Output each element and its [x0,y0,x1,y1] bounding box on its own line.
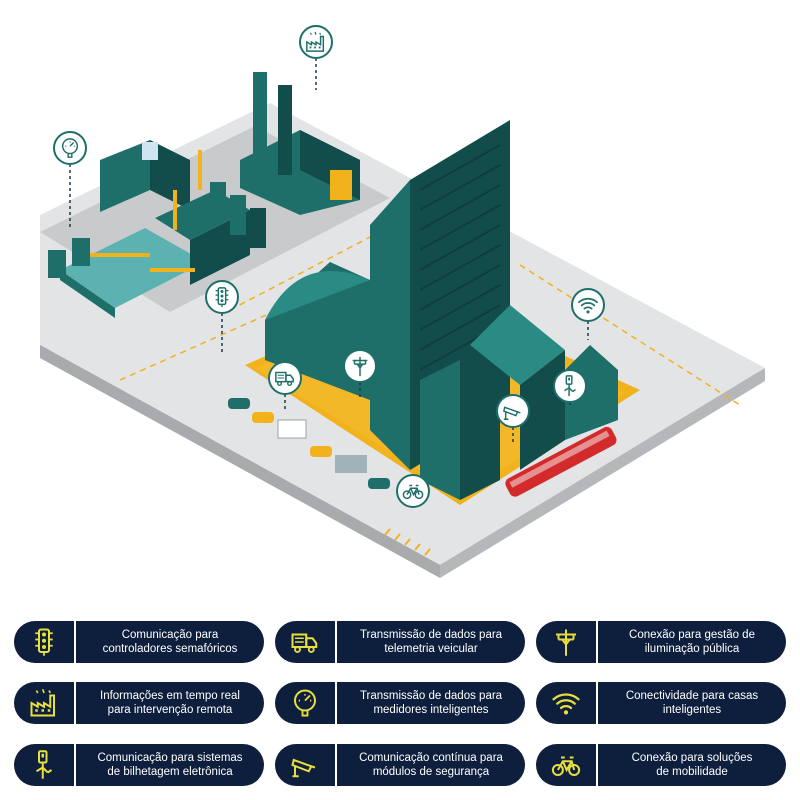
map-marker-wifi-icon [571,288,605,340]
legend-item: Transmissão de dados para medidores inte… [275,682,525,725]
legend-item: Comunicação para sistemas de bilhetagem … [14,743,264,786]
bike-rack [384,528,431,556]
factory-icon [14,682,76,725]
legend-item: Comunicação para controladores semafóric… [14,621,264,663]
legend-item-label: Transmissão de dados para medidores inte… [359,690,503,717]
legend-item-label: Informações em tempo real para intervenç… [100,690,240,717]
vehicles [228,398,617,497]
map-marker-truck-telemetry-icon [268,361,302,410]
map-marker-pressure-gauge-icon [53,131,87,230]
map-marker-ticket-validator-icon [553,369,587,405]
map-marker-security-camera-icon [496,394,530,445]
bicycle-icon [536,743,598,786]
legend-item: Transmissão de dados para telemetria vei… [275,621,525,663]
industrial-block [40,72,390,318]
legend-item: Conexão para soluções de mobilidade [536,743,786,786]
wifi-icon [536,682,598,725]
streetlight-pole-icon [536,621,598,663]
legend-item-label: Conectividade para casas inteligentes [625,690,759,717]
legend-item-label: Comunicação contínua para módulos de seg… [359,751,503,778]
map-marker-traffic-light-icon [205,280,239,355]
legend: Comunicação para controladores semafóric… [14,621,786,787]
legend-item: Conexão para gestão de iluminação públic… [536,621,786,663]
map-marker-bicycle-icon [396,474,430,508]
security-camera-icon [275,743,337,786]
legend-item: Informações em tempo real para intervenç… [14,682,264,725]
legend-item-label: Transmissão de dados para telemetria vei… [359,629,503,655]
legend-item: Comunicação contínua para módulos de seg… [275,743,525,786]
legend-item-label: Conexão para soluções de mobilidade [631,751,753,778]
legend-item-label: Comunicação para controladores semafóric… [102,629,238,655]
legend-item-label: Comunicação para sistemas de bilhetagem … [97,751,243,778]
pressure-gauge-icon [275,682,337,725]
traffic-light-icon [14,621,76,663]
smart-city-illustration [40,25,765,578]
ticket-validator-icon [14,743,76,786]
map-marker-streetlight-pole-icon [343,349,377,400]
buildings [265,120,618,500]
truck-telemetry-icon [275,621,337,663]
legend-item-label: Conexão para gestão de iluminação públic… [629,629,755,655]
legend-item: Conectividade para casas inteligentes [536,682,786,725]
map-marker-factory-icon [299,25,333,90]
